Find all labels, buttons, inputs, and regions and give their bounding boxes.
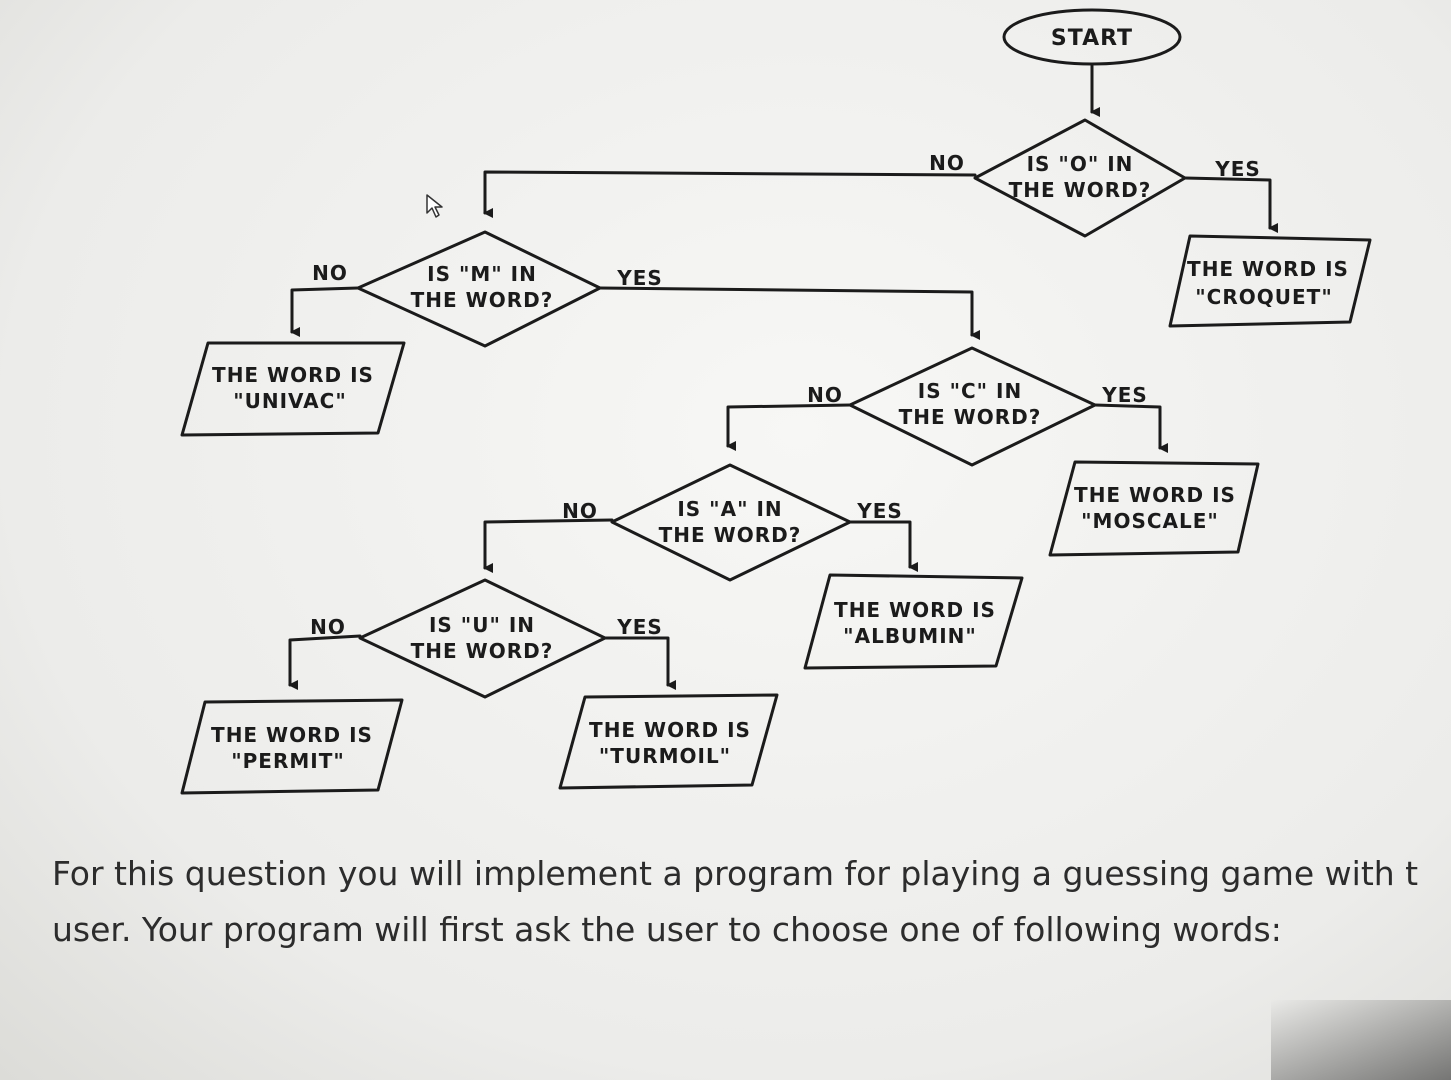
label-u-yes: YES	[616, 615, 663, 639]
label-a-yes: YES	[856, 499, 903, 523]
label-m-yes: YES	[616, 266, 663, 290]
result-permit-box	[180, 698, 404, 795]
decision-u-diamond	[358, 578, 607, 699]
question-m-line2: THE WORD?	[411, 288, 554, 312]
result-permit-line2: "PERMIT"	[231, 749, 345, 773]
result-croquet-line1: THE WORD IS	[1187, 257, 1349, 281]
label-m-no: NO	[312, 261, 348, 285]
label-o-no: NO	[929, 151, 965, 175]
label-o-yes: YES	[1214, 157, 1261, 181]
question-description: For this question you will implement a p…	[52, 846, 1447, 958]
arrow-o-yes	[1183, 176, 1278, 233]
result-albumin-line1: THE WORD IS	[834, 598, 996, 622]
result-univac-line1: THE WORD IS	[212, 363, 374, 387]
result-moscale-line2: "MOSCALE"	[1081, 509, 1219, 533]
question-o-line1: IS "O" IN	[1027, 152, 1134, 176]
arrow-a-no	[483, 518, 614, 573]
result-univac-line2: "UNIVAC"	[233, 389, 347, 413]
start-label: START	[1051, 26, 1133, 51]
label-u-no: NO	[310, 615, 346, 639]
question-m-line1: IS "M" IN	[427, 262, 537, 286]
arrow-a-yes	[848, 520, 918, 572]
result-turmoil-line1: THE WORD IS	[589, 718, 751, 742]
arrow-m-yes	[598, 286, 980, 340]
arrow-c-yes	[1093, 403, 1168, 453]
monitor-bezel	[1271, 1000, 1451, 1080]
decision-c-diamond	[848, 346, 1097, 467]
start-terminal	[1002, 8, 1182, 66]
result-moscale-box	[1048, 460, 1260, 557]
label-c-yes: YES	[1101, 383, 1148, 407]
arrow-u-no	[288, 634, 362, 690]
result-albumin-line2: "ALBUMIN"	[843, 624, 977, 648]
arrow-o-no	[483, 170, 977, 218]
question-o-line2: THE WORD?	[1009, 178, 1152, 202]
label-c-no: NO	[807, 383, 843, 407]
question-text-line2: user. Your program will first ask the us…	[52, 910, 1282, 949]
decision-a-diamond	[610, 463, 852, 582]
arrow-u-yes	[603, 636, 676, 690]
result-univac-box	[180, 341, 406, 437]
question-u-line1: IS "U" IN	[429, 613, 535, 637]
result-turmoil-box	[558, 693, 779, 790]
label-a-no: NO	[562, 499, 598, 523]
question-a-line2: THE WORD?	[659, 523, 802, 547]
result-permit-line1: THE WORD IS	[211, 723, 373, 747]
question-c-line2: THE WORD?	[899, 405, 1042, 429]
decision-o-diamond	[973, 118, 1187, 238]
result-croquet-line2: "CROQUET"	[1195, 285, 1332, 309]
question-u-line2: THE WORD?	[411, 639, 554, 663]
arrow-m-no	[290, 286, 360, 337]
result-croquet-box	[1168, 234, 1372, 328]
guessing-game-flowchart: START IS "O" IN THE WORD? YES NO THE WOR…	[180, 8, 1372, 795]
question-text-line1: For this question you will implement a p…	[52, 854, 1419, 893]
result-albumin-box	[803, 573, 1024, 670]
question-c-line1: IS "C" IN	[918, 379, 1022, 403]
question-a-line1: IS "A" IN	[677, 497, 782, 521]
decision-m-diamond	[356, 230, 602, 348]
mouse-cursor-icon	[426, 194, 443, 218]
result-turmoil-line2: "TURMOIL"	[599, 744, 731, 768]
arrow-c-no	[726, 403, 852, 451]
result-moscale-line1: THE WORD IS	[1074, 483, 1236, 507]
